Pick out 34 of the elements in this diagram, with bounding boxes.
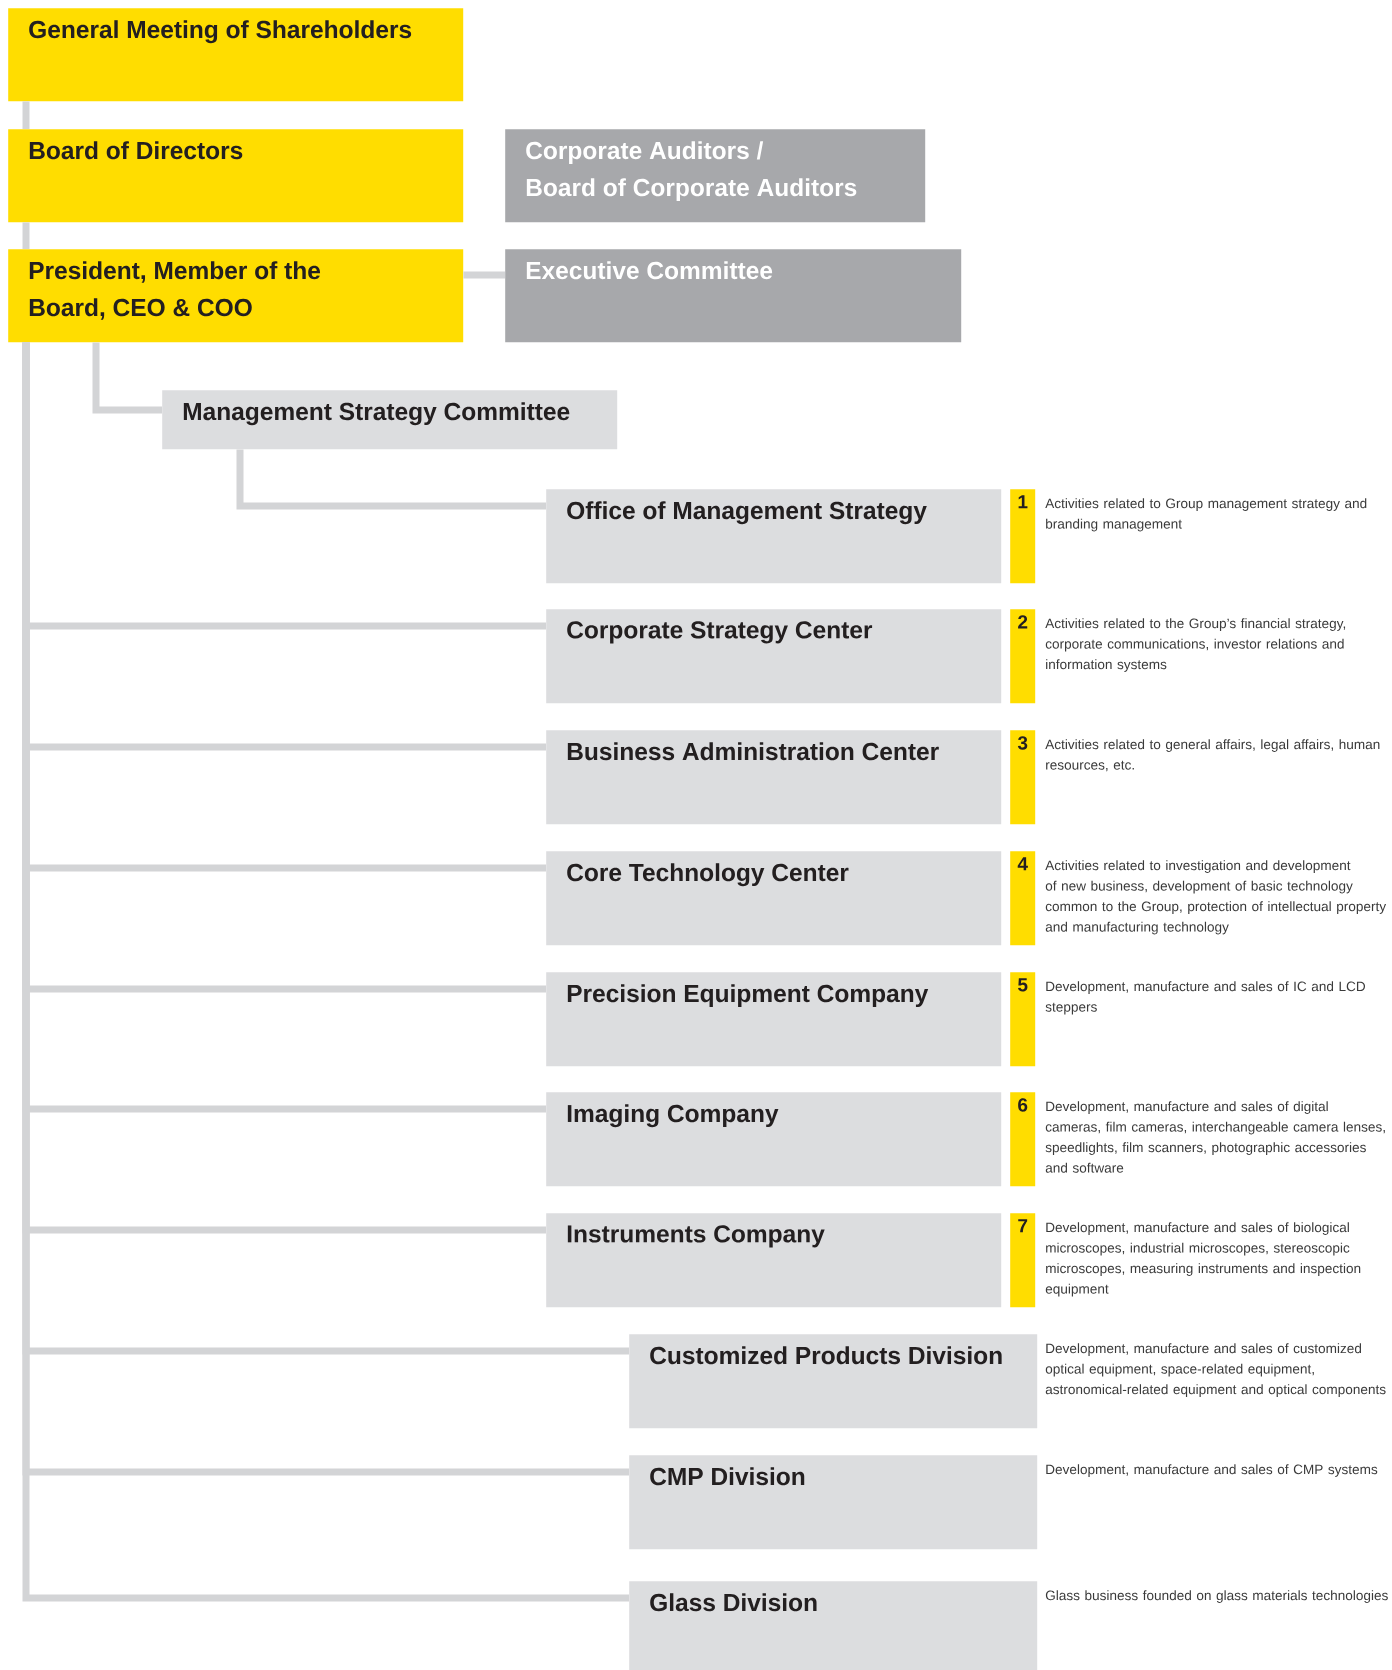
- unit-box: Management Strategy Committee: [162, 390, 618, 450]
- unit-box: Glass Division: [629, 1581, 1038, 1670]
- description-text: Activities related to Group management strategy and branding management: [1045, 498, 1367, 532]
- unit-box: Instruments Company: [546, 1213, 1002, 1308]
- committee-box: Executive Committee: [505, 249, 962, 343]
- unit-box: CMP Division: [629, 1455, 1038, 1550]
- description-text: Development, manufacture and sales of digital cameras, film cameras, interchangeable camera lenses, speedlights, film scanners, photographic accessories and software: [1045, 1101, 1385, 1173]
- description-text: Activities related to general affairs, legal affairs, human resources, etc.: [1045, 739, 1380, 772]
- unit-box: Office of Management Strategy: [546, 489, 1002, 584]
- number-tab: 5: [1010, 972, 1036, 1067]
- description-text: Development, manufacture and sales of customized optical equipment, space-related equipment, astronomical-related equipment and optical components: [1045, 1343, 1386, 1397]
- unit-box: Corporate Strategy Center: [546, 609, 1002, 704]
- description-text: Development, manufacture and sales of biological microscopes, industrial microscopes, stereoscopic microscopes, measuring instruments and inspection equipment: [1045, 1222, 1361, 1297]
- org-box: Board of Directors: [8, 129, 464, 223]
- description-text: Glass business founded on glass materials technologies: [1045, 1590, 1388, 1603]
- number-tab: 2: [1010, 609, 1036, 704]
- unit-box: Imaging Company: [546, 1092, 1002, 1187]
- number-tab: 4: [1010, 851, 1036, 946]
- number-tab: 3: [1010, 730, 1036, 825]
- unit-box: Precision Equipment Company: [546, 972, 1002, 1067]
- unit-box: Customized Products Division: [629, 1334, 1038, 1429]
- number-tab: 1: [1010, 489, 1036, 584]
- number-tab: 6: [1010, 1092, 1036, 1187]
- committee-box: Corporate Auditors / Board of Corporate Auditors: [505, 129, 926, 223]
- description-text: Development, manufacture and sales of IC and LCD steppers: [1045, 981, 1366, 1015]
- org-box: General Meeting of Shareholders: [8, 8, 464, 102]
- connector-line: [236, 449, 546, 510]
- description-text: Activities related to the Group’s financial strategy, corporate communications, investor relations and information systems: [1045, 618, 1346, 672]
- description-text: Activities related to investigation and development of new business, development of basic technology common to the Group, protection of intellectual property and manufacturing technology: [1045, 860, 1387, 935]
- org-box: President, Member of the Board, CEO & COO: [8, 249, 464, 343]
- description-text: Development, manufacture and sales of CMP systems: [1046, 1464, 1378, 1477]
- number-tab: 7: [1010, 1213, 1036, 1308]
- unit-box: Business Administration Center: [546, 730, 1002, 825]
- unit-box: Core Technology Center: [546, 851, 1002, 946]
